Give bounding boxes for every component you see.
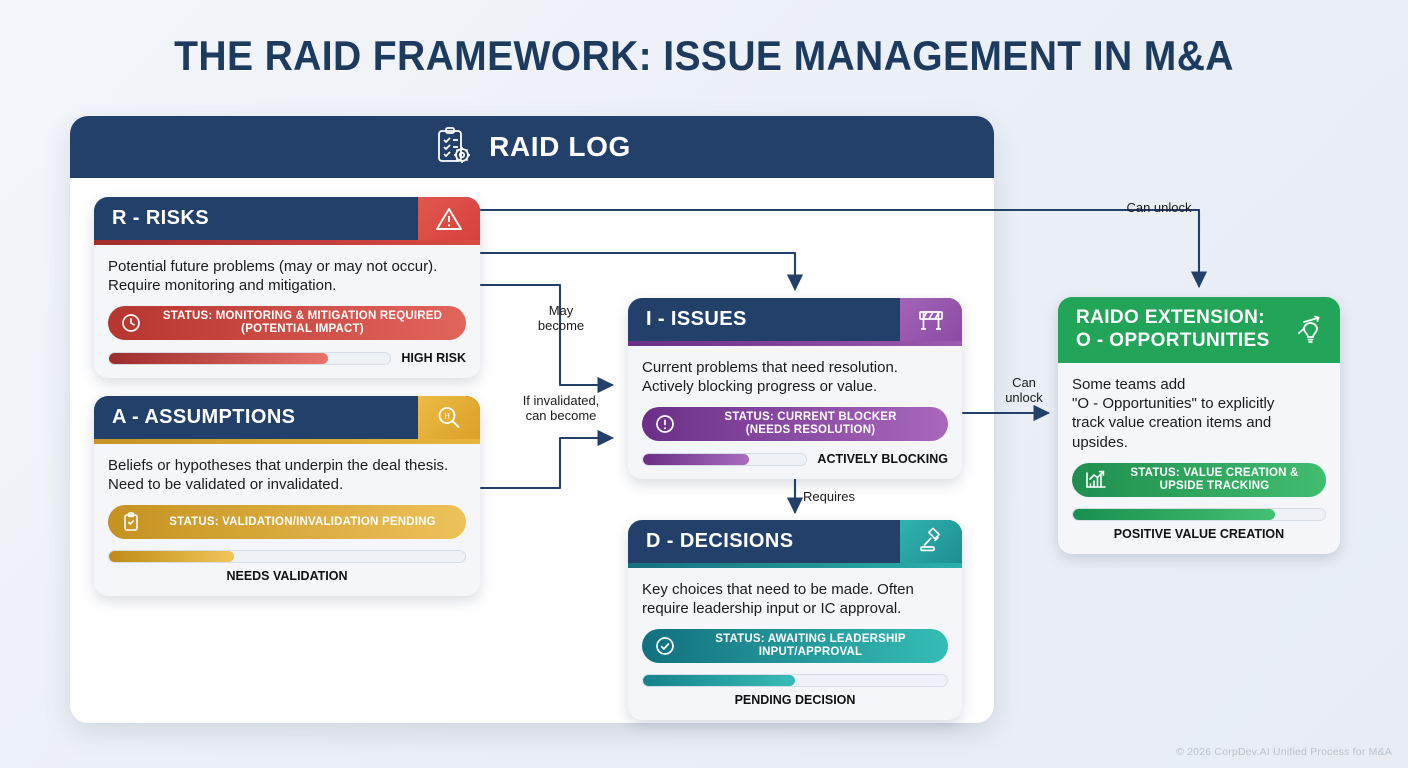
clipboard-gear-icon — [433, 126, 473, 168]
card-risks-header: R - RISKS — [94, 197, 480, 240]
card-risks-progress-track — [108, 351, 392, 365]
card-risks-description: Potential future problems (may or may no… — [108, 258, 438, 295]
exclamation-circle-icon — [654, 413, 676, 435]
card-risks-status-text: STATUS: MONITORING & MITIGATION REQUIRED… — [162, 310, 443, 336]
wire-label-issues-to-decisions: Requires — [803, 489, 856, 504]
card-opportunities[interactable]: RAIDO EXTENSION: O - OPPORTUNITIES Some … — [1058, 297, 1340, 554]
card-decisions[interactable]: D - DECISIONS Key choices that need to b… — [628, 520, 962, 721]
page-title: The RAID Framework: Issue Management in … — [174, 32, 1234, 79]
check-circle-icon — [654, 635, 676, 657]
card-opportunities-status-badge: STATUS: VALUE CREATION & UPSIDE TRACKING — [1072, 462, 1326, 497]
card-assumptions[interactable]: A - ASSUMPTIONS H Beliefs or hypotheses … — [94, 396, 480, 597]
card-issues-accent — [628, 341, 962, 346]
card-assumptions-accent — [94, 439, 480, 444]
card-opportunities-progress: POSITIVE VALUE CREATION — [1072, 507, 1326, 541]
clipboard-check-icon — [120, 511, 142, 533]
card-issues-status-badge: STATUS: CURRENT BLOCKER (NEEDS RESOLUTIO… — [642, 407, 948, 442]
card-decisions-progress: PENDING DECISION — [642, 674, 948, 707]
wire-label-risks-to-opportunities: Can unlock — [1126, 200, 1192, 215]
raid-log-title: RAID LOG — [489, 131, 631, 162]
card-issues[interactable]: I - ISSUES Current problems that need re… — [628, 298, 962, 480]
card-issues-title: I - ISSUES — [646, 308, 747, 330]
card-decisions-progress-fill — [643, 675, 795, 687]
card-issues-description: Current problems that need resolution. A… — [642, 359, 898, 396]
card-assumptions-header: A - ASSUMPTIONS H — [94, 396, 480, 439]
card-decisions-progress-label: PENDING DECISION — [734, 693, 856, 708]
card-risks-progress-label: HIGH RISK — [401, 351, 466, 366]
card-risks-progress-fill — [109, 352, 329, 364]
card-issues-progress-track — [642, 452, 808, 466]
raid-log-header: RAID LOG — [70, 116, 994, 178]
bar-chart-growth-icon — [1084, 469, 1106, 491]
lightbulb-growth-icon — [1282, 297, 1340, 363]
card-assumptions-status-badge: STATUS: VALIDATION/INVALIDATION PENDING — [108, 505, 466, 540]
card-assumptions-title: A - ASSUMPTIONS — [112, 406, 296, 428]
wire-label-assumptions-to-issues: If invalidated, can become — [522, 393, 600, 424]
card-issues-progress-label: ACTIVELY BLOCKING — [817, 452, 948, 467]
card-decisions-title: D - DECISIONS — [646, 530, 794, 552]
card-decisions-status-text: STATUS: AWAITING LEADERSHIP INPUT/APPROV… — [715, 633, 906, 659]
card-issues-header: I - ISSUES — [628, 298, 962, 341]
card-opportunities-header: RAIDO EXTENSION: O - OPPORTUNITIES — [1058, 297, 1340, 363]
card-assumptions-status-text: STATUS: VALIDATION/INVALIDATION PENDING — [169, 515, 436, 528]
wire-label-risks-to-issues: May become — [537, 303, 585, 334]
gavel-icon — [900, 520, 962, 563]
card-issues-progress-fill — [643, 453, 750, 465]
card-opportunities-status-text: STATUS: VALUE CREATION & UPSIDE TRACKING — [1130, 466, 1299, 492]
card-issues-status-text: STATUS: CURRENT BLOCKER (NEEDS RESOLUTIO… — [724, 411, 897, 437]
card-risks-progress: HIGH RISK — [108, 351, 466, 365]
card-opportunities-progress-track — [1072, 507, 1326, 521]
card-risks[interactable]: R - RISKS Potential future problems (may… — [94, 197, 480, 379]
card-decisions-header: D - DECISIONS — [628, 520, 962, 563]
card-assumptions-progress-label: NEEDS VALIDATION — [226, 569, 348, 584]
wire-label-issues-to-opportunities: Can unlock — [1005, 375, 1043, 406]
card-decisions-description: Key choices that need to be made. Often … — [642, 581, 914, 618]
card-assumptions-progress: NEEDS VALIDATION — [108, 550, 466, 583]
card-risks-status-badge: STATUS: MONITORING & MITIGATION REQUIRED… — [108, 306, 466, 341]
card-decisions-accent — [628, 563, 962, 568]
card-opportunities-title: RAIDO EXTENSION: O - OPPORTUNITIES — [1076, 307, 1270, 352]
svg-text:H: H — [444, 412, 450, 420]
card-assumptions-description: Beliefs or hypotheses that underpin the … — [108, 457, 449, 494]
card-opportunities-progress-fill — [1073, 508, 1275, 520]
card-assumptions-progress-fill — [109, 551, 234, 563]
card-opportunities-description: Some teams add "O - Opportunities" to ex… — [1072, 376, 1275, 451]
card-issues-progress: ACTIVELY BLOCKING — [642, 452, 948, 466]
magnifier-hypothesis-icon: H — [418, 396, 480, 439]
card-risks-title: R - RISKS — [112, 207, 209, 229]
card-risks-accent — [94, 240, 480, 245]
card-opportunities-progress-label: POSITIVE VALUE CREATION — [1113, 526, 1285, 541]
clock-icon — [120, 312, 142, 334]
card-assumptions-progress-track — [108, 550, 466, 564]
warning-triangle-icon — [418, 197, 480, 240]
card-decisions-progress-track — [642, 674, 948, 688]
barrier-icon — [900, 298, 962, 341]
card-decisions-status-badge: STATUS: AWAITING LEADERSHIP INPUT/APPROV… — [642, 629, 948, 664]
footer-copyright: © 2026 CorpDev.AI Unified Process for M&… — [1176, 746, 1392, 758]
